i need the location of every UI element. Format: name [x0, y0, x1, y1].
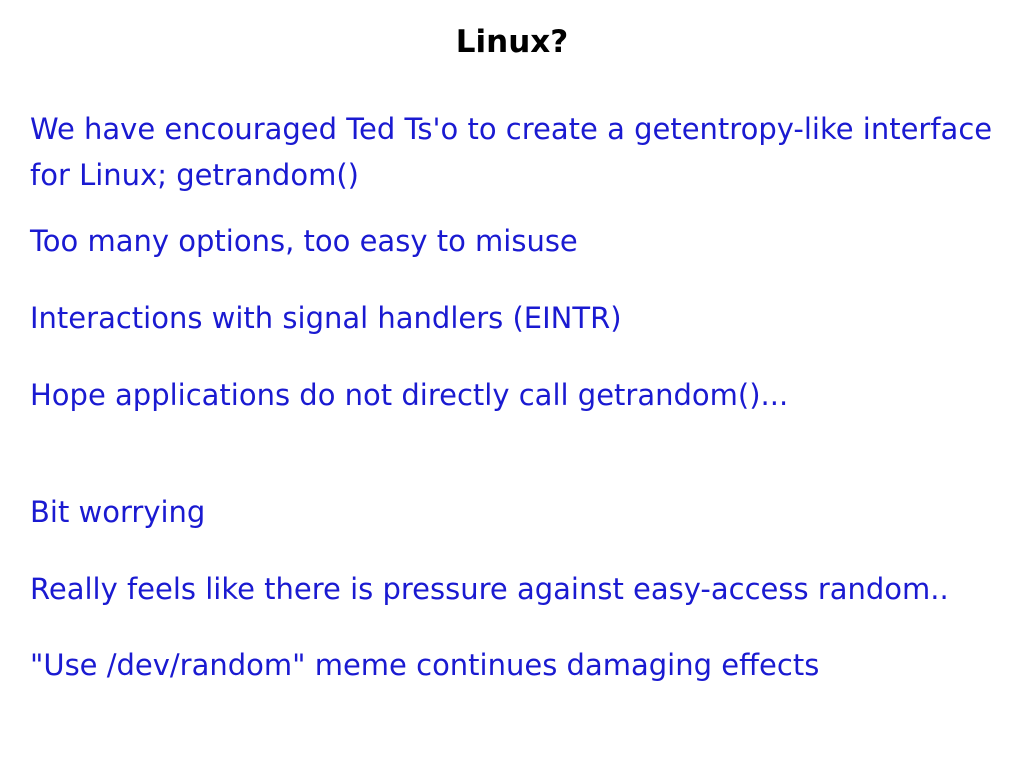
body-line-hope-applications: Hope applications do not directly call g… [30, 378, 789, 412]
body-line-signal-handlers: Interactions with signal handlers (EINTR… [30, 301, 622, 335]
body-line-bit-worrying: Bit worrying [30, 495, 206, 529]
body-line-getentropy-interface: We have encouraged Ted Ts'o to create a … [30, 112, 993, 146]
slide-title: Linux? [455, 24, 569, 60]
body-line-too-many-options: Too many options, too easy to misuse [30, 224, 578, 258]
body-line-dev-random-meme: "Use /dev/random" meme continues damagin… [30, 648, 820, 682]
body-line-pressure-against-random: Really feels like there is pressure agai… [30, 572, 949, 606]
body-line-for-linux-getrandom: for Linux; getrandom() [30, 158, 359, 192]
